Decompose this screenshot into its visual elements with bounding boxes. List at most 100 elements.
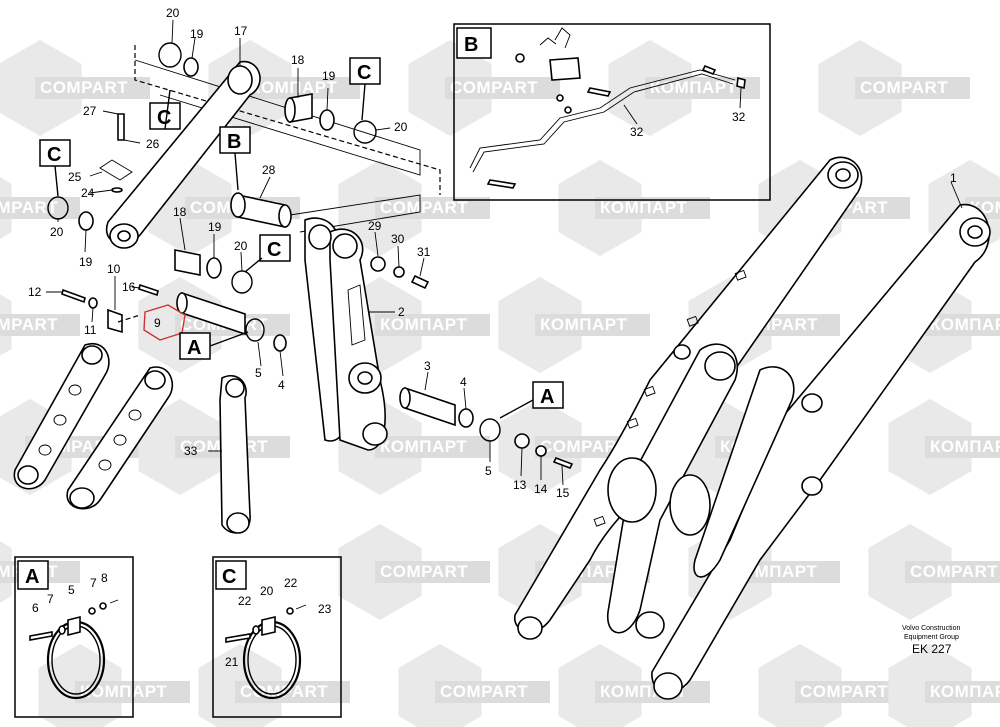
label-18: 18 (173, 205, 187, 219)
label-33: 33 (184, 444, 198, 458)
label-29: 29 (368, 219, 382, 233)
bell-crank (304, 217, 388, 451)
watermark-tile: COMPART (198, 644, 350, 727)
watermark-text: КОМПАРТ (540, 315, 627, 334)
label-1: 1 (950, 171, 957, 185)
watermark-text: COMPART (860, 78, 948, 97)
label-5: 5 (255, 366, 262, 380)
label-c22: 22 (238, 594, 252, 608)
upper-link-assembly (105, 45, 441, 249)
label-10: 10 (107, 262, 121, 276)
watermark-tile: COMPART (138, 399, 290, 495)
detail-letters: C C C B C A A B A C (25, 34, 554, 588)
watermark-tile: КОМПАРТ (558, 160, 710, 256)
watermark-text: КОМПАРТ (600, 198, 687, 217)
watermark-text: COMPART (450, 78, 538, 97)
callout-letter-b: B (227, 131, 241, 153)
detail-a-box (14, 556, 134, 718)
watermark-text: КОМПАРТ (650, 78, 737, 97)
watermark-text: КОМПАРТ (930, 682, 1000, 701)
footer-line2: Equipment Group (904, 634, 959, 641)
watermark-text: COMPART (240, 682, 328, 701)
label-11: 11 (84, 323, 97, 337)
watermark-text: COMPART (0, 315, 58, 334)
watermark-text: COMPART (40, 78, 128, 97)
footer-line1: Volvo Construction (902, 625, 960, 632)
label-28: 28 (262, 163, 276, 177)
label-32: 32 (732, 110, 746, 124)
label-19: 19 (322, 69, 336, 83)
callout-letter-a: A (187, 337, 201, 359)
callout-letter-c: C (157, 107, 171, 129)
watermark-text: COMPART (540, 437, 628, 456)
label-4: 4 (278, 378, 285, 392)
lift-arm (514, 156, 991, 700)
label-24: 24 (81, 186, 95, 200)
watermark-text: КОМПАРТ (380, 315, 467, 334)
watermark-tile: COMPART (398, 644, 550, 727)
watermark-text: КОМПАРТ (250, 78, 337, 97)
detail-b-box (453, 23, 771, 201)
label-26: 26 (146, 137, 160, 151)
label-13: 13 (513, 478, 527, 492)
label-20: 20 (166, 6, 180, 20)
label-a8: 8 (101, 571, 108, 585)
pins-and-bushings (47, 42, 574, 470)
label-15: 15 (556, 486, 570, 500)
watermark-text: COMPART (440, 682, 528, 701)
label-14: 14 (534, 482, 548, 496)
callout-boxes (39, 57, 564, 419)
watermark-text: COMPART (0, 198, 58, 217)
watermark-tile: COMPART (0, 40, 150, 136)
label-32: 32 (630, 125, 644, 139)
label-a5: 5 (68, 583, 75, 597)
label-25: 25 (68, 170, 82, 184)
label-20: 20 (234, 239, 248, 253)
watermark-tile: COMPART (408, 40, 560, 136)
label-30: 30 (391, 232, 405, 246)
watermark-text: COMPART (380, 198, 468, 217)
label-5: 5 (485, 464, 492, 478)
label-c23: 23 (318, 602, 332, 616)
watermark-tile: COMPART (818, 40, 970, 136)
callout-letter-c: C (357, 62, 371, 84)
callout-letter-c: C (47, 144, 61, 166)
label-18: 18 (291, 53, 305, 67)
label-19: 19 (79, 255, 93, 269)
watermark-text: COMPART (910, 562, 998, 581)
detail-c-box (212, 556, 342, 718)
watermark-text: КОМПАРТ (930, 315, 1000, 334)
label-12: 12 (28, 285, 42, 299)
watermark-tile: КОМПАРТ (498, 277, 650, 373)
watermark-tile: КОМПАРТ (38, 644, 190, 727)
watermark-text: COMPART (380, 562, 468, 581)
watermark-tile: COMPART (338, 160, 490, 256)
part-labels: 20 19 17 18 19 20 27 26 25 24 20 19 28 1… (28, 6, 957, 669)
label-9: 9 (154, 316, 161, 330)
watermark-tile: КОМПАРТ (888, 399, 1000, 495)
watermark-text: КОМПАРТ (80, 682, 167, 701)
detail-a-title: A (25, 566, 39, 588)
label-a7: 7 (90, 576, 97, 590)
leader-lines (46, 19, 963, 486)
watermark-tile: КОМПАРТ (888, 644, 1000, 727)
label-31: 31 (417, 245, 431, 259)
label-3: 3 (424, 359, 431, 373)
label-19: 19 (190, 27, 204, 41)
label-a6: 6 (32, 601, 39, 615)
watermark-tile: COMPART (0, 294, 80, 356)
watermark-tile: COMPART (868, 524, 1000, 620)
label-19: 19 (208, 220, 222, 234)
label-c20: 20 (260, 584, 274, 598)
watermark-tile: COMPART (0, 177, 80, 239)
detail-b-title: B (464, 34, 478, 56)
watermark-tile: COMPART (338, 524, 490, 620)
label-20: 20 (394, 120, 408, 134)
footer: Volvo Construction Equipment Group EK 22… (902, 625, 960, 656)
label-4: 4 (460, 375, 467, 389)
watermark-text: КОМПАРТ (930, 437, 1000, 456)
label-20: 20 (50, 225, 64, 239)
label-c21: 21 (225, 655, 239, 669)
watermark-text: КОМПАРТ (380, 437, 467, 456)
